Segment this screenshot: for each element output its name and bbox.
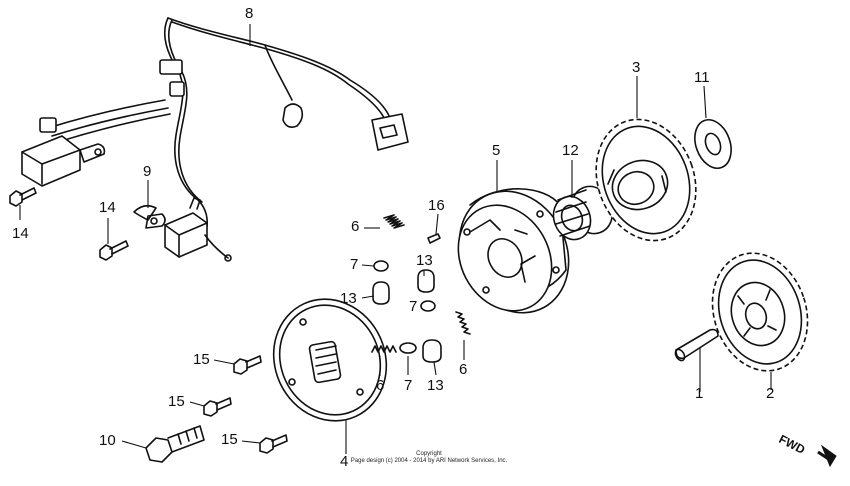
wire-harness: [21, 17, 409, 262]
leader-lines: [19, 24, 772, 454]
callout-6-mid: 6: [376, 377, 385, 394]
bolt-15-a: [233, 355, 262, 375]
callout-14-lower: 14: [99, 199, 116, 216]
bolt-15-b: [203, 397, 232, 417]
callout-6-right: 6: [459, 361, 468, 378]
callout-2: 2: [766, 385, 775, 402]
bolt-14-lower: [99, 240, 129, 261]
callout-16: 16: [428, 197, 445, 214]
callout-15-b: 15: [168, 393, 185, 410]
starter-idle-gear: [711, 252, 809, 372]
callout-3: 3: [632, 59, 641, 76]
dowel-pin: [427, 233, 441, 244]
bolt-14-upper: [9, 187, 37, 207]
thrust-washer: [694, 118, 732, 170]
flywheel-bolt: [145, 425, 205, 463]
callout-8: 8: [245, 5, 254, 22]
spring-cap-7-mid: [399, 342, 417, 354]
starter-clutch-outer: [457, 188, 570, 314]
spring-cap-7-upper: [373, 260, 389, 272]
copyright-notice: Copyright Page design (c) 2004 - 2014 by…: [339, 451, 519, 465]
callout-7-right: 7: [409, 298, 418, 315]
callout-13-top: 13: [416, 252, 433, 269]
callout-15-c: 15: [221, 431, 238, 448]
roller-13-left: [372, 281, 390, 305]
starter-driven-gear: [595, 118, 697, 242]
copyright-line-2: Page design (c) 2004 - 2014 by ARI Netwo…: [350, 458, 508, 464]
forward-arrow-icon: [817, 444, 837, 468]
spring-6-right: [455, 311, 471, 335]
callout-9: 9: [143, 163, 152, 180]
copyright-line-1: Copyright: [416, 451, 442, 457]
callout-13-left: 13: [340, 290, 357, 307]
spring-6-mid: [371, 345, 397, 353]
callout-13-bottom: 13: [427, 377, 444, 394]
callout-11: 11: [694, 69, 710, 86]
callout-7-upper: 7: [350, 256, 359, 273]
roller-13-top: [417, 269, 435, 293]
spring-cap-7-right: [420, 300, 436, 312]
callout-4: 4: [340, 453, 349, 470]
callout-15-a: 15: [193, 351, 210, 368]
idle-gear-shaft: [674, 328, 719, 362]
roller-13-bottom: [422, 339, 442, 363]
callout-14-upper: 14: [12, 225, 29, 242]
callout-5: 5: [492, 142, 501, 159]
clutch-plate: [272, 298, 388, 422]
callout-6-upper: 6: [351, 218, 360, 235]
callout-1: 1: [695, 385, 704, 402]
spring-6-upper: [383, 214, 405, 229]
cable-clamp: [133, 204, 166, 229]
callout-7-mid: 7: [404, 377, 413, 394]
callout-12: 12: [562, 142, 579, 159]
callout-10: 10: [99, 432, 116, 449]
bolt-15-c: [259, 434, 288, 454]
